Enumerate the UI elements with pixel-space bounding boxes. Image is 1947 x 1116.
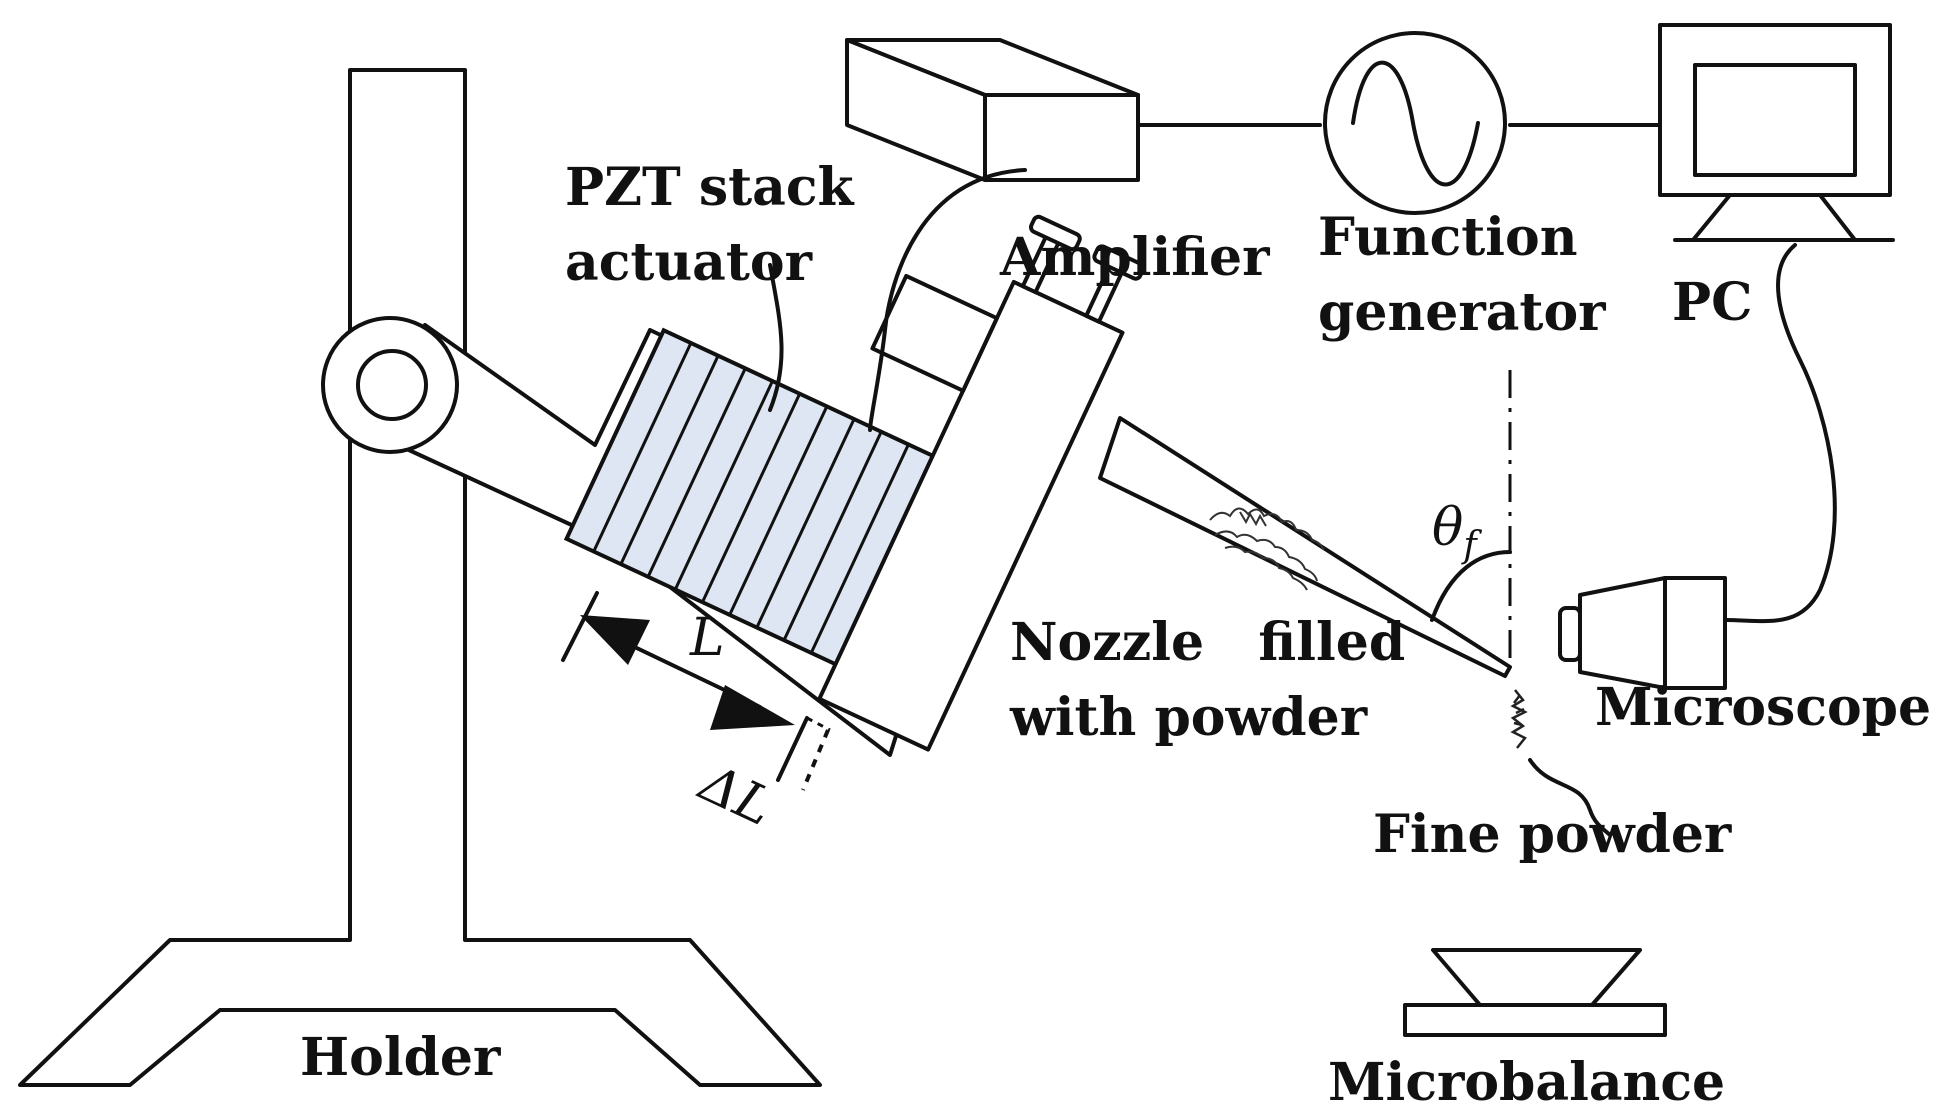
pzt-layer-line [619,355,720,565]
arrowhead-right [710,685,795,730]
label-nozzle-line1: Nozzle filled [1010,612,1405,673]
pzt-leader-line [768,263,784,412]
pzt-layer-line [701,393,802,603]
nozzle-block [817,214,1146,752]
label-pzt-line1: PZT stack [565,157,855,218]
amplifier-box [845,38,1140,182]
pzt-layer-line [782,431,883,641]
pzt-layer-line [755,418,856,629]
powder-in-nozzle [1209,507,1325,591]
pzt-layer-line [809,443,910,654]
label-microbalance: Microbalance [1328,1052,1725,1113]
label-holder: Holder [300,1027,501,1088]
label-L: L [689,608,725,668]
pzt-layer-line [592,342,693,553]
fine-powder-particles [1510,689,1612,837]
pzt-layer-line [728,405,829,616]
arrowhead-left [580,615,650,665]
angle-arc [1430,550,1512,622]
label-theta: θf [1432,498,1482,566]
length-arrow [561,591,831,791]
label-delta-L: ΔL [689,752,782,838]
microbalance-icon [1403,948,1667,1037]
actuator-assembly [321,214,1512,757]
label-nozzle-line2: with powder [1009,687,1368,748]
label-microscope: Microscope [1595,677,1931,738]
label-fine-powder: Fine powder [1373,804,1732,865]
pzt-layer-line [646,367,747,578]
pzt-layer-line [673,380,774,591]
label-function-line2: generator [1318,282,1606,343]
wires [868,123,1837,624]
function-generator-icon [1323,31,1507,215]
label-function-line1: Function [1318,207,1578,268]
microscope-icon [1558,576,1727,690]
nozzle-tube [1098,416,1512,678]
label-amplifier: Amplifier [999,227,1270,288]
pivot-inner [356,349,428,421]
label-pc: PC [1672,272,1753,333]
pc-icon [1658,23,1895,242]
holder-stand [18,68,822,1087]
vertical-reference-line [1430,370,1512,660]
